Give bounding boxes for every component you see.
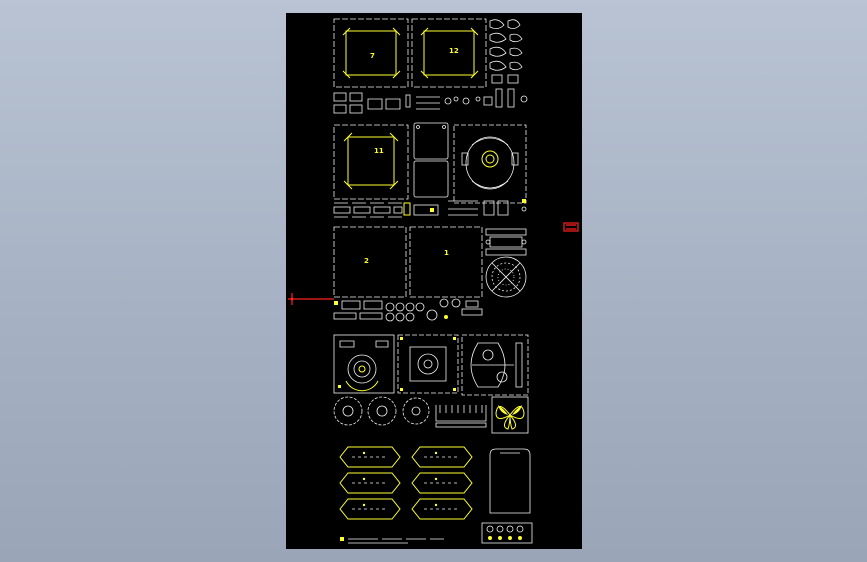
spool-parts bbox=[485, 228, 527, 256]
stage-panel-left bbox=[333, 334, 395, 394]
rounded-back-panel bbox=[489, 448, 531, 514]
small-parts-row-2 bbox=[333, 199, 527, 218]
panel-12: 12 bbox=[411, 18, 487, 88]
butterfly-panel bbox=[491, 396, 529, 434]
ornate-base-panel bbox=[453, 124, 527, 204]
panel-7: 7 bbox=[333, 18, 409, 88]
panel-11-label: 11 bbox=[374, 147, 384, 155]
hinged-door-panels bbox=[413, 122, 449, 198]
drawing-sheet bbox=[286, 13, 582, 549]
red-marker-left bbox=[288, 293, 334, 305]
hex-strip-panels-right bbox=[411, 446, 473, 520]
panel-2-label: 2 bbox=[364, 257, 369, 265]
e-shaped-panel bbox=[461, 334, 529, 396]
hex-strip-panels-left bbox=[339, 446, 401, 520]
small-parts-row-1 bbox=[333, 92, 493, 114]
panel-1: 1 bbox=[409, 226, 483, 298]
panel-12-label: 12 bbox=[449, 47, 459, 55]
carved-medallion bbox=[485, 256, 527, 298]
panel-7-label: 7 bbox=[370, 52, 375, 60]
small-parts-row-3 bbox=[333, 298, 483, 322]
small-parts-column-right bbox=[489, 19, 528, 108]
panel-11: 11 bbox=[333, 124, 409, 200]
panel-1-label: 1 bbox=[444, 249, 449, 257]
red-marker-right bbox=[563, 222, 579, 232]
panel-2: 2 bbox=[333, 226, 407, 298]
comb-strip bbox=[435, 405, 487, 428]
stage-panel-center bbox=[397, 334, 459, 394]
gear-disks bbox=[333, 396, 430, 426]
laser-cut-layout-drawing: 7 12 bbox=[288, 18, 579, 544]
small-parts-bottom bbox=[340, 522, 533, 544]
